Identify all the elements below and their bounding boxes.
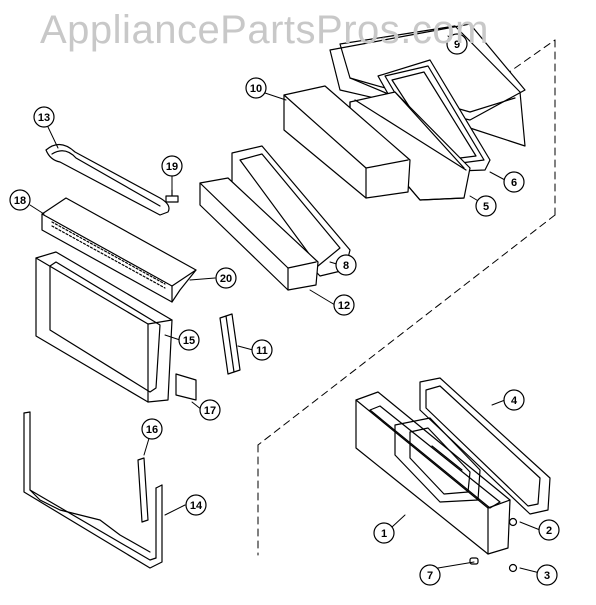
callout-5: 5	[475, 195, 497, 217]
part-1-inner-door	[355, 391, 511, 555]
svg-text:17: 17	[204, 405, 216, 417]
callout-10: 10	[245, 77, 267, 99]
svg-text:1: 1	[381, 528, 387, 540]
svg-text:3: 3	[544, 570, 550, 582]
part-4-door-seal	[419, 377, 551, 515]
svg-text:6: 6	[511, 177, 517, 189]
svg-text:9: 9	[454, 39, 460, 51]
callout-8: 8	[335, 254, 357, 276]
callout-3: 3	[536, 564, 558, 586]
callout-15: 15	[178, 329, 200, 351]
callout-13: 13	[33, 106, 55, 128]
svg-text:13: 13	[38, 112, 50, 124]
svg-text:19: 19	[166, 161, 178, 173]
part-17-strip	[175, 373, 197, 401]
callouts: 1 2 3 4 5 6 7 8 9 10 11 12 13 14 15 16 1…	[9, 33, 560, 586]
watermark: AppliancePartsPros.com	[40, 8, 489, 52]
callout-20: 20	[215, 267, 237, 289]
part-12-inner-glass	[199, 177, 319, 291]
svg-text:10: 10	[250, 83, 262, 95]
svg-text:18: 18	[14, 195, 26, 207]
part-13-handle	[45, 143, 170, 216]
callout-12: 12	[333, 294, 355, 316]
callout-19: 19	[161, 155, 183, 177]
part-7-clip	[469, 557, 479, 565]
svg-text:15: 15	[183, 335, 195, 347]
svg-text:11: 11	[256, 345, 268, 357]
callout-4: 4	[503, 389, 525, 411]
part-10-control-board	[283, 85, 411, 199]
callout-18: 18	[9, 189, 31, 211]
callout-17: 17	[199, 399, 221, 421]
callout-2: 2	[538, 519, 560, 541]
callout-16: 16	[141, 418, 163, 440]
svg-text:5: 5	[483, 201, 489, 213]
svg-text:8: 8	[343, 260, 349, 272]
callout-9: 9	[446, 33, 468, 55]
svg-text:4: 4	[511, 395, 518, 407]
part-16-side-strip	[137, 457, 149, 523]
callout-6: 6	[503, 171, 525, 193]
svg-text:14: 14	[190, 500, 203, 512]
svg-text:7: 7	[427, 570, 433, 582]
part-11-side-bracket	[219, 313, 241, 375]
callout-11: 11	[251, 339, 273, 361]
callout-14: 14	[185, 494, 207, 516]
svg-text:20: 20	[220, 273, 232, 285]
callout-7: 7	[419, 564, 441, 586]
part-15-outer-door	[35, 251, 173, 403]
svg-text:2: 2	[546, 525, 552, 537]
part-20-vent-trim	[41, 197, 197, 303]
part-14-bottom-frame	[23, 411, 163, 569]
part-2-screw	[508, 517, 518, 527]
svg-text:12: 12	[338, 300, 350, 312]
part-3-screw	[508, 563, 518, 573]
svg-text:16: 16	[146, 424, 158, 436]
callout-1: 1	[373, 522, 395, 544]
